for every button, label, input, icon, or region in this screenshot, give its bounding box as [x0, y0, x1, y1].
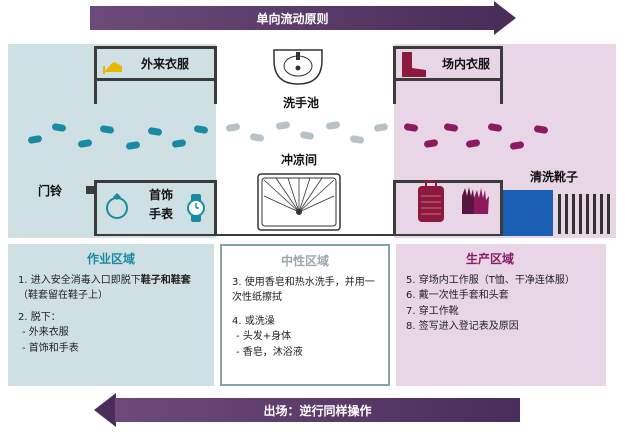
watch-icon [185, 194, 207, 222]
production-zone-title: 生产区域 [466, 252, 515, 266]
flow-arrow-bottom-label: 出场：逆行同样操作 [263, 403, 372, 418]
boot-brush-grid [556, 194, 616, 234]
neutral-zone-title: 中性区域 [280, 254, 329, 268]
production-zone-panel: 生产区域 5. 穿场内工作服（T恤、干净连体服） 6. 戴一次性手套和头套 7.… [396, 244, 606, 386]
work-step-2-sub-2: - 首饰和手表 [22, 342, 79, 354]
work-step-2: 2. 脱下： [18, 311, 61, 323]
washbasin-label: 洗手池 [283, 96, 320, 110]
wall-shelf-left [94, 78, 216, 81]
ring-icon [104, 192, 130, 220]
wall-left-lower [94, 180, 97, 236]
clothing-pack-icon [416, 180, 446, 224]
wall-top-right [394, 46, 502, 49]
flow-arrow-bottom-head [94, 393, 116, 427]
high-heel-icon [100, 52, 126, 76]
work-zone-title: 作业区域 [86, 252, 135, 266]
wall-bottom-right [394, 180, 502, 183]
flow-arrow-top-label: 单向流动原则 [256, 11, 329, 26]
shower-label: 冲凉间 [281, 153, 318, 167]
neutral-step-4-sub-2: - 香皂，沐浴液 [236, 346, 303, 358]
boot-wash-mat [503, 190, 553, 236]
wall-right-lower [500, 180, 503, 236]
wall-mid-right-top [393, 46, 396, 104]
neutral-step-3: 3. 使用香皂和热水洗手，并用一次性纸擦拭 [232, 276, 375, 304]
doorbell-label: 门铃 [38, 184, 63, 198]
shower-tray-icon [256, 172, 342, 232]
wall-mid-left-top [214, 46, 217, 104]
work-step-1: 1. 进入安全消毒入口即脱下鞋子和鞋套（鞋套留在鞋子上） [18, 274, 191, 302]
jewelry-label: 首饰 [149, 188, 174, 202]
boot-icon [398, 50, 428, 78]
production-step-6: 6. 戴一次性手套和头套 [406, 290, 509, 302]
wall-left-outer [94, 46, 97, 104]
wall-top-left [94, 46, 216, 49]
wall-mid-right-lower [393, 180, 396, 236]
flow-arrow-bottom: 出场：逆行同样操作 [115, 398, 520, 422]
clean-boots-label: 清洗靴子 [530, 170, 579, 184]
production-step-8: 8. 签写进入登记表及原因 [406, 321, 519, 333]
inner-clothes-label: 场内衣服 [442, 57, 491, 71]
work-step-2-sub-1: - 外来衣服 [22, 327, 69, 339]
production-step-7: 7. 穿工作靴 [406, 305, 459, 317]
gloves-icon [458, 184, 492, 216]
work-zone-panel: 作业区域 1. 进入安全消毒入口即脱下鞋子和鞋套（鞋套留在鞋子上） 2. 脱下：… [8, 244, 214, 386]
neutral-zone-panel: 中性区域 3. 使用香皂和热水洗手，并用一次性纸擦拭 4. 或洗澡 - 头发+身… [220, 244, 390, 386]
wall-bottom-line [94, 234, 503, 236]
wall-right-outer-top [500, 46, 503, 104]
washbasin-icon [270, 48, 326, 88]
outer-clothes-label: 外来衣服 [141, 57, 190, 71]
neutral-step-4-sub-1: - 头发+身体 [236, 331, 292, 343]
neutral-step-4: 4. 或洗澡 [232, 315, 275, 327]
flow-arrow-top-head [494, 1, 516, 35]
watch-label: 手表 [149, 207, 174, 221]
wall-bottom-left [94, 180, 216, 183]
wall-mid-left-lower [214, 180, 217, 236]
production-step-5: 5. 穿场内工作服（T恤、干净连体服） [406, 274, 575, 286]
flow-arrow-top: 单向流动原则 [90, 6, 495, 30]
wall-shelf-right [394, 78, 502, 81]
door-marker-left [86, 186, 96, 194]
